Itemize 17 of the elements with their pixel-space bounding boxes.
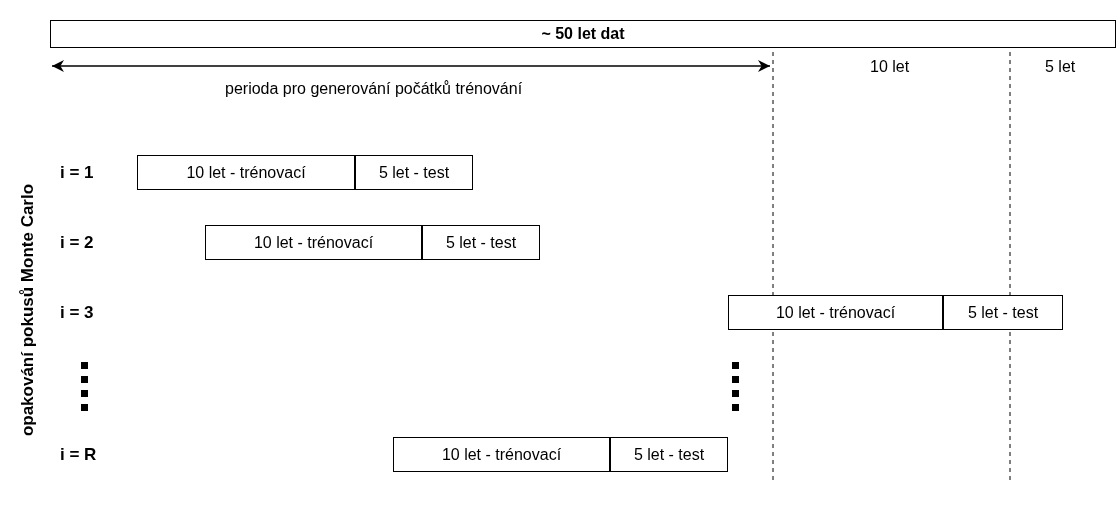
row-label: i = 2 [60,233,94,253]
row-label: i = 3 [60,303,94,323]
dimension-label: perioda pro generování počátků trénování [225,80,523,98]
test-period-box: 5 let - test [422,225,540,260]
training-period-box: 10 let - trénovací [205,225,422,260]
test-period-box: 5 let - test [355,155,473,190]
axis-title: opakování pokusů Monte Carlo [18,183,39,437]
period-label: 10 let [870,58,910,76]
row-label: i = 1 [60,163,94,183]
period-label: 5 let [1045,58,1076,76]
test-period-box: 5 let - test [943,295,1063,330]
row-label: i = R [60,445,97,465]
training-period-box: 10 let - trénovací [728,295,943,330]
training-period-box: 10 let - trénovací [393,437,610,472]
test-period-box: 5 let - test [610,437,728,472]
training-period-box: 10 let - trénovací [137,155,355,190]
data-bar: ~ 50 let dat [50,20,1116,48]
